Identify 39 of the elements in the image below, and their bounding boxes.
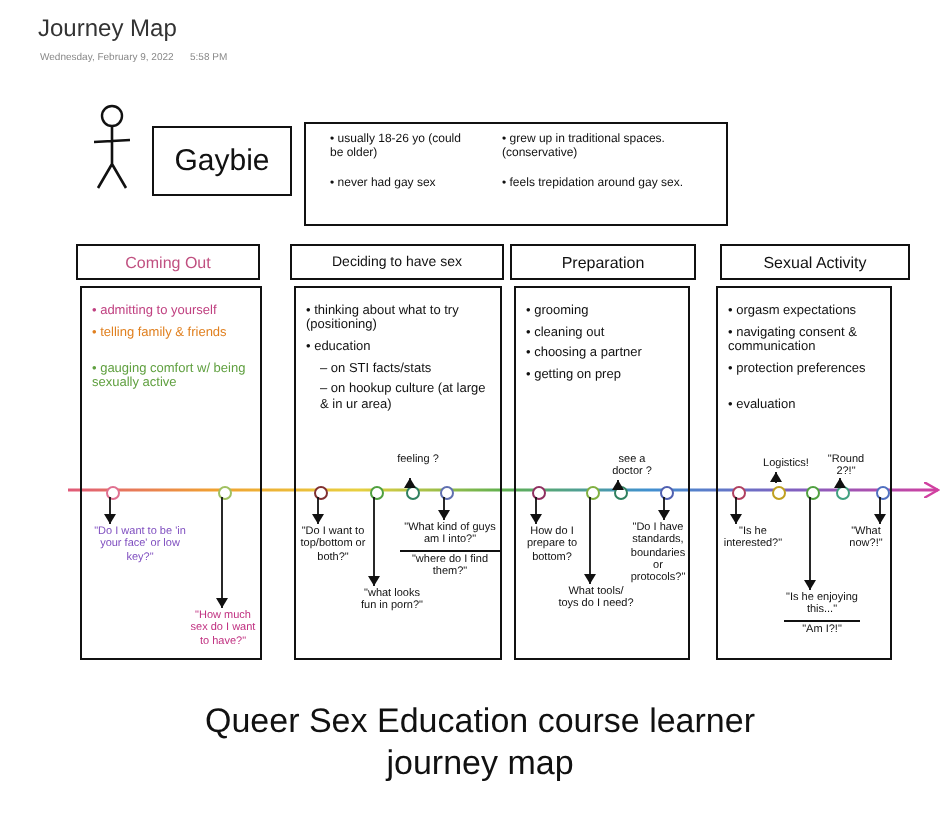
stage-card <box>294 286 502 660</box>
timeline-marker <box>659 485 673 499</box>
arrow <box>874 496 886 525</box>
stick-figure-icon <box>90 104 134 192</box>
timeline-marker <box>105 485 119 499</box>
caption-text: Queer Sex Education course learner journey map <box>203 700 757 785</box>
arrow <box>658 496 670 521</box>
timeline-marker <box>731 485 745 499</box>
arrow <box>584 496 596 585</box>
stage-header: Coming Out <box>76 244 260 280</box>
page-title: Journey Map <box>38 14 177 42</box>
timeline-marker <box>531 485 545 499</box>
arrow <box>368 496 380 587</box>
timeline-marker <box>313 485 327 499</box>
timeline-marker <box>217 485 231 499</box>
arrow <box>834 477 846 488</box>
arrow <box>770 471 782 484</box>
arrow <box>730 496 742 525</box>
stage-card <box>716 286 892 660</box>
stage-header: Preparation <box>510 244 696 280</box>
arrow <box>804 496 816 591</box>
persona-description-card <box>304 122 728 226</box>
stage-card <box>80 286 262 660</box>
arrow <box>404 477 416 488</box>
stage-card <box>514 286 690 660</box>
timeline-marker <box>439 485 453 499</box>
timeline-marker <box>585 485 599 499</box>
timeline-marker <box>771 485 785 499</box>
arrow <box>104 496 116 525</box>
arrow <box>216 496 228 609</box>
arrow <box>530 496 542 525</box>
persona-name-box: Gaybie <box>152 126 292 196</box>
timeline-marker <box>875 485 889 499</box>
stage-header: Sexual Activity <box>720 244 910 280</box>
arrow <box>438 496 450 521</box>
arrow <box>612 479 624 490</box>
timeline-marker <box>805 485 819 499</box>
arrow <box>312 496 324 525</box>
timeline-marker <box>369 485 383 499</box>
